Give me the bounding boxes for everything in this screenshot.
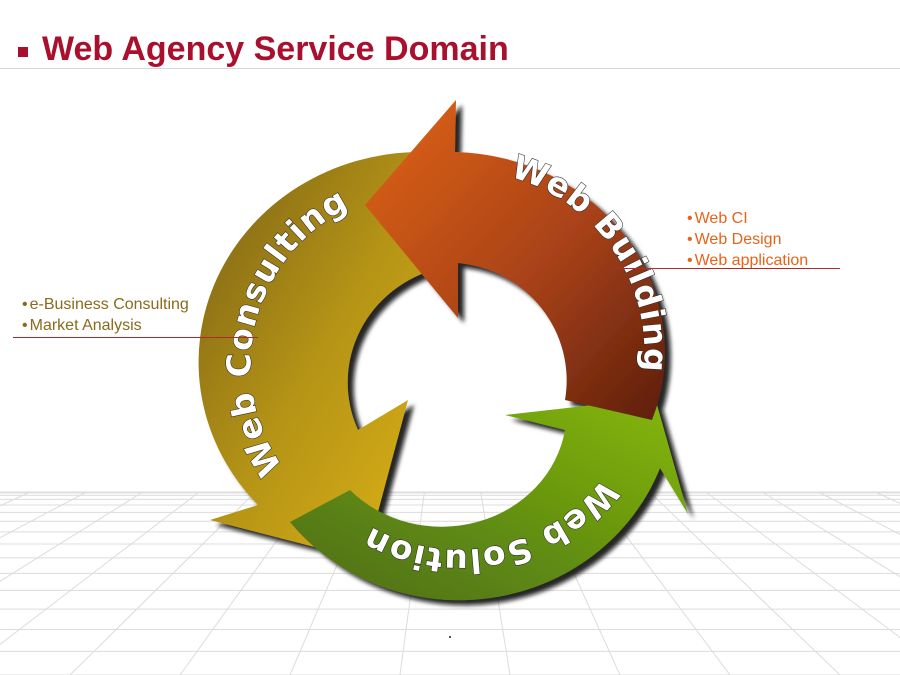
- web-building-leader-line: [614, 268, 840, 269]
- floor-grid-line: [705, 491, 900, 639]
- web-consulting-callout: e-Business Consulting Market Analysis: [22, 294, 189, 336]
- web-building-callout: Web CI Web Design Web application: [687, 208, 809, 271]
- callout-item: Web Design: [687, 229, 808, 250]
- floor-grid-line: [0, 491, 200, 646]
- title-divider: [0, 68, 900, 69]
- callout-item: Market Analysis: [22, 315, 189, 336]
- callout-item: e-Business Consulting: [22, 294, 189, 315]
- decorative-dot: [449, 636, 451, 638]
- web-consulting-leader-line: [13, 337, 258, 338]
- web-building-arrow: [365, 100, 665, 420]
- floor-grid-line: [0, 491, 87, 539]
- title-bullet-icon: [18, 47, 28, 57]
- page-title: Web Agency Service Domain: [18, 30, 509, 69]
- web-solution-arrow: [290, 398, 688, 601]
- web-consulting-arrow: [198, 152, 440, 560]
- floor-grid-line: [818, 491, 900, 535]
- floor-grid-line: [649, 491, 841, 675]
- floor-grid-line: [0, 491, 144, 582]
- page-title-text: Web Agency Service Domain: [42, 30, 509, 68]
- callout-item: Web CI: [687, 208, 808, 229]
- callout-item: Web application: [687, 250, 809, 271]
- floor-grid-line: [762, 491, 900, 578]
